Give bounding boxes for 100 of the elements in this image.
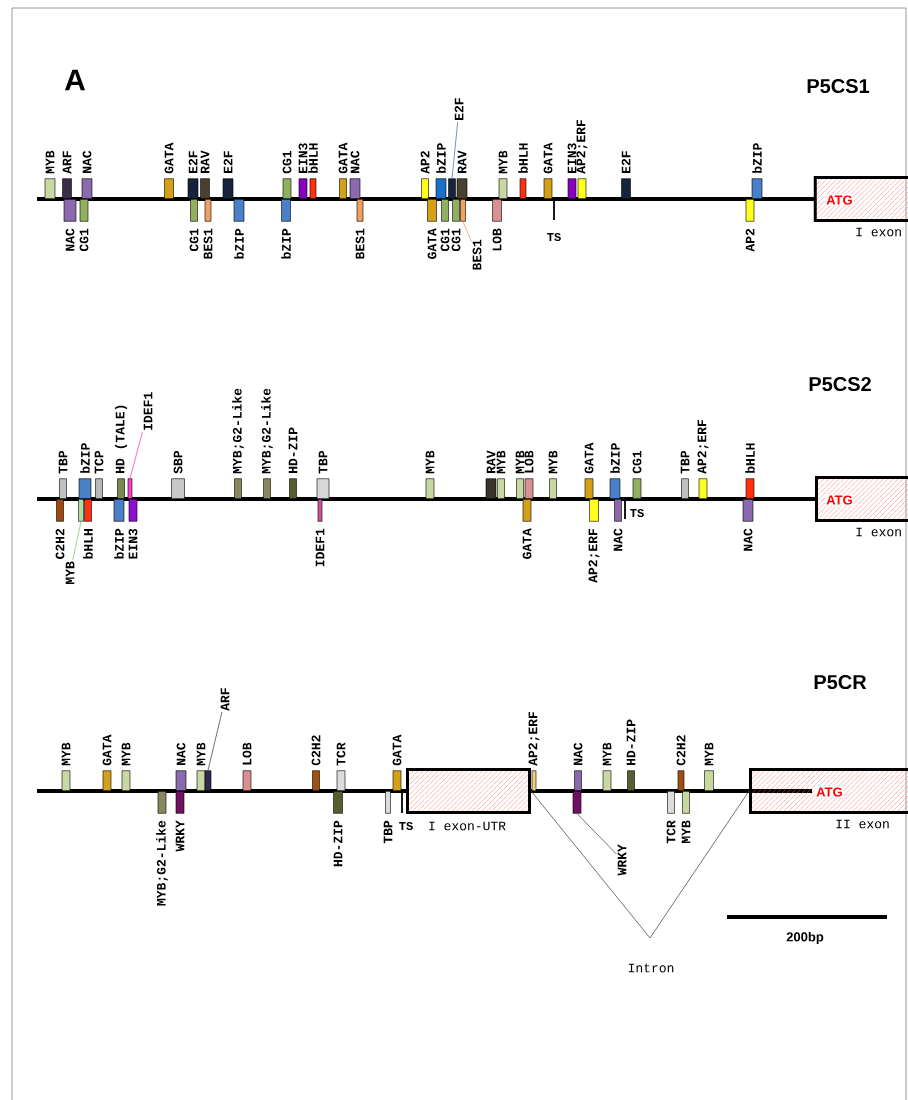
motif-label: TBP	[58, 450, 68, 474]
motif-label: IDEF1	[315, 528, 325, 567]
motif-label: TCR	[336, 742, 346, 766]
motif-label: MYB	[498, 150, 508, 174]
motif-label: CG1	[632, 450, 642, 474]
exon-box: ATG	[815, 476, 908, 522]
motif-label: bHLH	[745, 443, 755, 473]
motif-label: GATA	[392, 734, 402, 766]
motif-label: HD-ZIP	[626, 719, 636, 765]
motif-label: TCR	[666, 820, 676, 844]
motif-label: AP2	[420, 151, 430, 174]
motif-box	[204, 770, 212, 791]
motif-label: RAV	[486, 450, 496, 473]
motif-label: AP2;ERF	[697, 420, 709, 474]
motif-box	[127, 478, 133, 499]
motif-label: WRKY	[175, 820, 185, 852]
motif-label: HD-ZIP	[333, 820, 343, 867]
motif-label: GATA	[522, 528, 532, 559]
motif-label: MYB	[61, 742, 71, 766]
motif-label: LOB	[492, 228, 502, 251]
motif-label: AP2	[745, 228, 755, 252]
motif-label: E2F	[454, 98, 464, 120]
exon-label: I exon-UTR	[429, 821, 506, 831]
motif-label: NAC	[743, 528, 753, 551]
motif-label: bHLH	[308, 143, 318, 173]
motif-label: MYB	[196, 742, 206, 766]
exon-box: ATG	[813, 176, 908, 222]
motif-label: WRKY	[617, 844, 627, 876]
motif-label: EIN3	[567, 143, 577, 173]
motif-label: CG1	[79, 228, 89, 252]
exon-box: ATG	[749, 768, 908, 814]
motif-label: C2H2	[311, 735, 321, 766]
motif-label: E2F	[621, 151, 631, 173]
ts-label: TS	[630, 508, 644, 518]
motif-label: bZIP	[234, 228, 244, 259]
motif-box	[572, 791, 582, 814]
motif-label: MYB	[121, 742, 131, 766]
motif-label: NAC	[82, 150, 92, 173]
exon-label: II exon	[836, 819, 889, 829]
motif-label: BES1	[355, 228, 365, 259]
gene-name: P5CS1	[807, 78, 870, 94]
motif-label: bZIP	[752, 143, 762, 173]
leader-line	[207, 711, 223, 771]
motif-label: MYB	[65, 561, 75, 584]
motif-label: MYB	[602, 742, 612, 766]
intron-line	[530, 790, 750, 939]
ts-label: TS	[399, 821, 413, 831]
gene-name: P5CS2	[809, 376, 871, 392]
motif-label: MYB;G2-Like	[261, 388, 273, 474]
motif-label: LOB	[242, 742, 252, 765]
motif-label: EIN3	[298, 143, 308, 173]
motif-box	[78, 499, 84, 522]
motif-label: LOB	[524, 450, 534, 473]
motif-label: bHLH	[83, 529, 93, 559]
motif-label: bZIP	[436, 143, 446, 173]
motif-label: SBP	[173, 450, 183, 474]
motif-label: bZIP	[610, 443, 620, 473]
motif-label: bZIP	[281, 228, 291, 259]
motif-label: ARF	[62, 151, 72, 174]
leader-line	[72, 521, 82, 561]
motif-label: BES1	[203, 228, 213, 259]
motif-label: NAC	[176, 742, 186, 765]
motif-label: NAC	[350, 150, 360, 173]
exon-label: I exon	[856, 227, 901, 237]
motif-label: MYB	[45, 150, 55, 174]
motif-label: E2F	[223, 151, 233, 173]
scale-label: 200bp	[786, 931, 824, 945]
motif-label: GATA	[427, 228, 437, 259]
motif-label: NAC	[65, 228, 75, 251]
motif-label: TBP	[318, 450, 328, 474]
intron-label: Intron	[628, 963, 674, 973]
motif-label: CG1	[440, 228, 450, 252]
motif-label: E2F	[188, 151, 198, 173]
motif-label: CG1	[451, 228, 461, 252]
gene-name: P5CR	[814, 674, 867, 690]
motif-label: MYB	[425, 450, 435, 474]
motif-label: MYB	[704, 742, 714, 766]
motif-label: EIN3	[128, 528, 138, 559]
motif-label: MYB;G2-Like	[156, 820, 168, 906]
motif-label: AP2;ERF	[576, 120, 588, 174]
motif-label: TBP	[680, 450, 690, 474]
motif-label: MYB;G2-Like	[232, 388, 244, 474]
motif-label: GATA	[543, 142, 553, 174]
motif-label: GATA	[102, 734, 112, 766]
motif-label: NAC	[613, 528, 623, 551]
motif-label: bZIP	[114, 528, 124, 559]
motif-label: ARF	[220, 688, 230, 711]
motif-label: bZIP	[80, 443, 90, 473]
leader-line	[129, 431, 143, 479]
motif-label: C2H2	[676, 735, 686, 766]
motif-label: GATA	[164, 142, 174, 174]
exon-label: I exon	[856, 527, 901, 537]
ts-label: TS	[547, 232, 561, 242]
motif-label: GATA	[338, 142, 348, 174]
motif-label: TBP	[383, 820, 393, 844]
motif-label: CG1	[282, 150, 292, 174]
motif-label: CG1	[189, 228, 199, 252]
motif-label: MYB	[681, 820, 691, 843]
motif-label: AP2;ERF	[588, 529, 600, 583]
motif-label: BES1	[472, 239, 482, 270]
